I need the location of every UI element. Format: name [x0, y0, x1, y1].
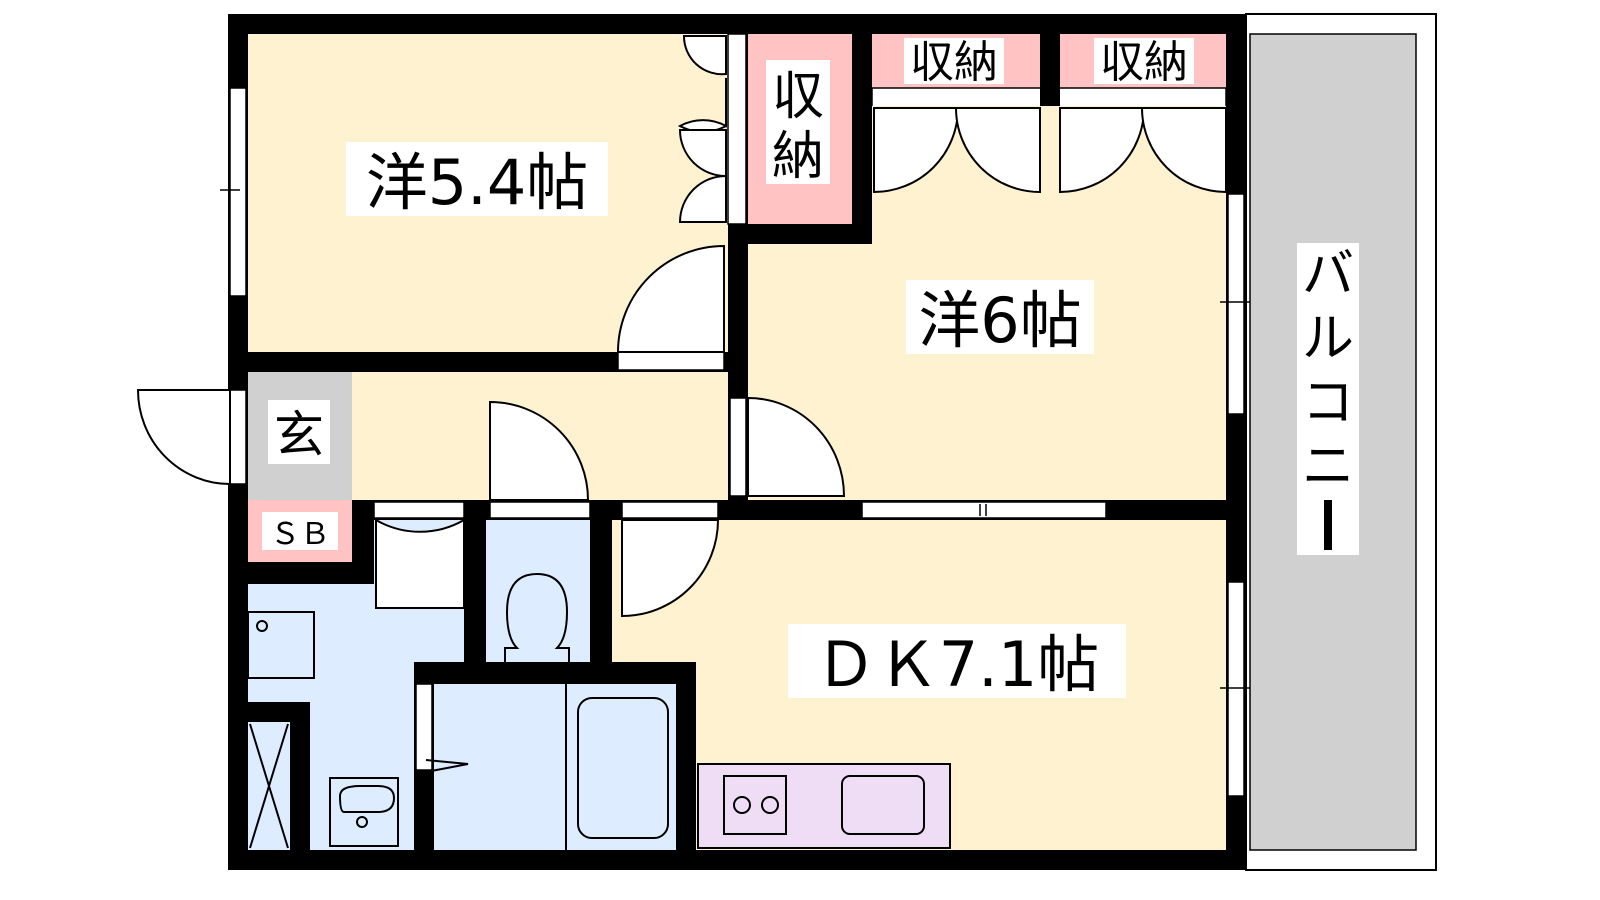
balcony-label-3: コ — [1302, 373, 1354, 433]
balcony: バ ル コ ニ — [1245, 13, 1437, 871]
room-label-western-5-4: 洋5.4帖 — [366, 146, 589, 219]
closet-top-2-label: 収納 — [1100, 37, 1188, 88]
sink-icon — [841, 775, 925, 835]
closet-label-1: 収 — [772, 67, 824, 127]
openings — [229, 33, 1245, 797]
toilet-room — [486, 520, 590, 662]
balcony-label-4: ニ — [1302, 437, 1354, 497]
washbasin — [329, 777, 399, 847]
shoe-box-label: ＳＢ — [270, 517, 330, 552]
balcony-label-1: バ — [1302, 245, 1354, 305]
bathtub — [577, 697, 669, 839]
balcony-label-2: ル — [1302, 309, 1354, 369]
toilet-icon — [504, 572, 570, 662]
storage-x-icon — [249, 723, 289, 849]
stove-icon — [723, 775, 787, 835]
closet-top-1-label: 収納 — [910, 37, 998, 88]
room-label-dk: ＤＫ7.1帖 — [815, 628, 1100, 701]
kitchen-counter — [697, 763, 951, 849]
closet-label-2: 納 — [772, 127, 824, 187]
entrance-label: 玄 — [274, 406, 324, 464]
bathroom — [434, 684, 676, 850]
washing-machine-space — [247, 611, 315, 679]
room-label-western-6: 洋6帖 — [918, 284, 1081, 357]
door-swings — [136, 35, 1227, 618]
fixtures — [247, 572, 669, 850]
